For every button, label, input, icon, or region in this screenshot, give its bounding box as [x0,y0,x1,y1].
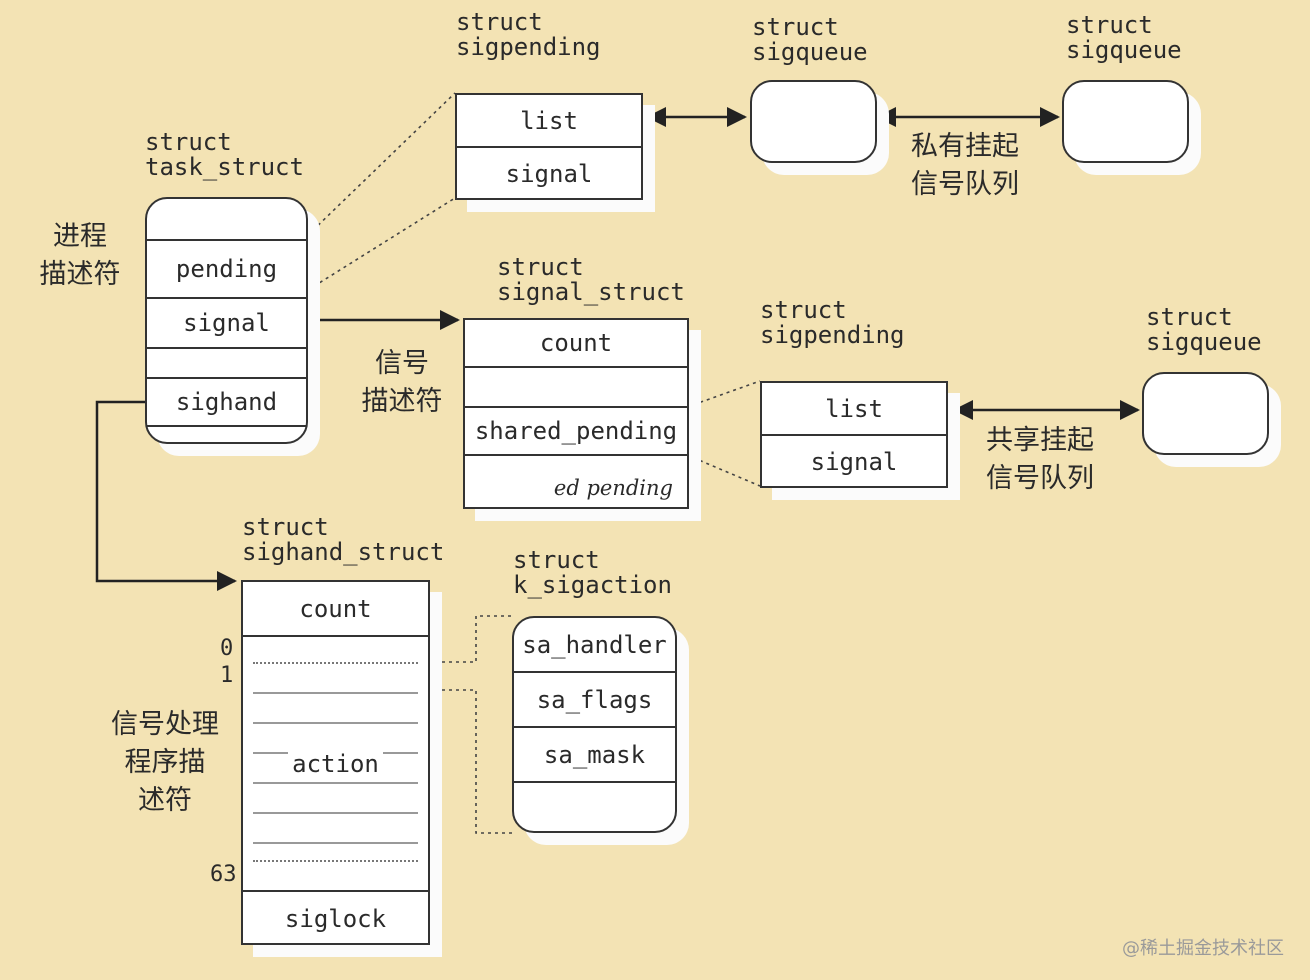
ka-mask-text: sa_mask [543,740,646,769]
sh-count-field: count [243,582,428,637]
task-pending-field: pending [147,241,306,299]
task-struct-box: pending signal sighand [145,197,308,444]
task-sighand-field: sighand [147,379,306,427]
sh-siglock-field: siglock [243,892,428,945]
ss-partial-field: ed pending [465,456,687,506]
sp1-signal-field: signal [457,148,641,200]
sp2-list-text: list [825,394,883,423]
index-0: 0 [220,636,234,661]
task-signal-text: signal [183,309,270,337]
sighand-struct-box: count action siglock [241,580,430,945]
sp2-signal-field: signal [762,436,946,488]
k-sigaction-label: struct k_sigaction [513,546,672,599]
index-63: 63 [210,862,237,887]
signal-struct-box: count shared_pending ed pending [463,318,689,509]
shared-queue-annotation: 共享挂起 信号队列 [986,425,1094,494]
ka-flags-field: sa_flags [514,673,675,728]
ka-mask-field: sa_mask [514,728,675,783]
sp2-list-field: list [762,383,946,436]
sh-count-text: count [299,594,372,623]
shared-pending-dotted-line-bottom [686,454,761,487]
private-queue-annotation: 私有挂起 信号队列 [911,131,1019,200]
sigqueue-3-label: struct sigqueue [1146,303,1262,356]
ka-handler-field: sa_handler [514,618,675,673]
sigpending-shared-box: list signal [760,381,948,488]
action-dotted-line-top [428,615,513,663]
sigqueue-1-label: struct sigqueue [752,13,868,66]
watermark: @稀土掘金技术社区 [1122,938,1284,959]
process-descriptor-annotation: 进程 描述符 [39,221,121,290]
sh-action-field: action [243,637,428,892]
sp2-signal-text: signal [810,448,898,476]
k-sigaction-box: sa_handler sa_flags sa_mask [512,616,677,833]
sigqueue-2-label: struct sigqueue [1066,11,1182,64]
ss-shared-pending-text: shared_pending [474,417,678,445]
ss-count-field: count [465,320,687,368]
ka-handler-text: sa_handler [522,630,667,659]
pending-dotted-line-top [307,92,456,236]
sighand-to-sighand-struct-arrow [95,400,237,591]
sigqueue-1-box [750,80,877,163]
sp1-list-field: list [457,95,641,148]
sighand-struct-label: struct sighand_struct [242,513,445,566]
ss-empty-field [465,368,687,408]
ss-shared-pending-field: shared_pending [465,408,687,456]
sigpending-shared-label: struct sigpending [760,296,905,349]
pending-dotted-line-bottom [307,197,456,291]
task-signal-field: signal [147,299,306,349]
sh-action-text: action [288,749,383,778]
handler-descriptor-annotation: 信号处理 程序描 述符 [111,709,219,816]
sigqueue-3-box [1142,372,1269,455]
sigqueue-2-box [1062,80,1189,163]
signal-descriptor-annotation: 信号 描述符 [361,348,443,417]
sh-siglock-text: siglock [284,904,387,933]
sigpending-private-label: struct sigpending [456,8,601,61]
ss-count-text: count [539,329,613,357]
sigpending-private-box: list signal [455,93,643,200]
sp1-list-text: list [520,106,578,135]
index-1: 1 [220,663,234,688]
task-struct-top-field [147,199,306,241]
task-struct-label: struct task_struct [145,128,304,181]
shared-pending-dotted-line-top [686,380,761,408]
ss-partial-text: ed pending [553,476,673,500]
task-sighand-text: sighand [175,388,278,416]
task-empty-field [147,349,306,379]
ka-flags-text: sa_flags [536,685,653,714]
signal-struct-label: struct signal_struct [497,253,685,306]
task-pending-text: pending [175,255,278,283]
action-dotted-line-bottom [428,689,513,834]
sp1-signal-text: signal [505,160,593,188]
